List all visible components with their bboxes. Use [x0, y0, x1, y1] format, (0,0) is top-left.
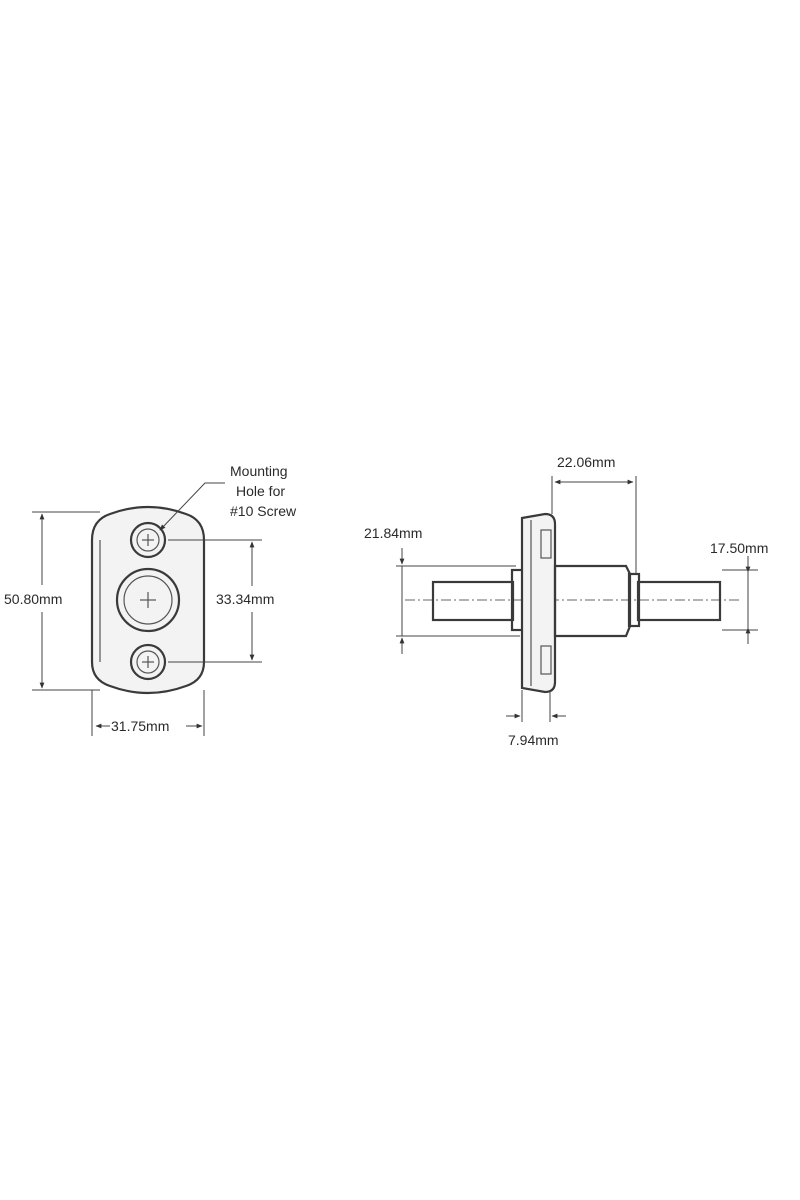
- left-stud-dim-label: 21.84mm: [364, 525, 422, 541]
- flange-slot-top: [540, 529, 552, 559]
- main-body: [553, 564, 632, 638]
- hole-spacing-dimension: [168, 539, 262, 663]
- width-dim-label: 31.75mm: [111, 718, 169, 734]
- body-length-dim-label: 22.06mm: [557, 454, 615, 470]
- callout-line-3: #10 Screw: [230, 503, 297, 519]
- callout-line-2: Hole for: [236, 483, 285, 499]
- height-dimension: [32, 511, 100, 691]
- flange-slot-bottom: [540, 645, 552, 675]
- right-stud-dim-label: 17.50mm: [710, 540, 768, 556]
- height-dim-label: 50.80mm: [4, 591, 62, 607]
- width-dimension: [91, 690, 205, 736]
- front-view: Mounting Hole for #10 Screw 50.80mm 33.3…: [4, 463, 297, 736]
- hole-spacing-dim-label: 33.34mm: [216, 591, 274, 607]
- callout-leader: [159, 482, 225, 531]
- flange-thickness-dimension: [506, 690, 566, 722]
- side-view: 22.06mm 21.84mm 17.50mm 7.94mm: [364, 454, 768, 748]
- callout-line-1: Mounting: [230, 463, 288, 479]
- right-stud-diameter-dimension: [722, 556, 758, 644]
- bottom-mounting-hole: [129, 643, 167, 681]
- center-terminal: [115, 567, 181, 633]
- flange: [520, 512, 557, 694]
- left-stud: [431, 580, 515, 622]
- right-stud: [636, 580, 722, 622]
- body-length-dimension: [551, 476, 637, 574]
- flange-thickness-dim-label: 7.94mm: [508, 732, 559, 748]
- top-mounting-hole: [129, 521, 167, 559]
- left-stud-diameter-dimension: [396, 548, 520, 654]
